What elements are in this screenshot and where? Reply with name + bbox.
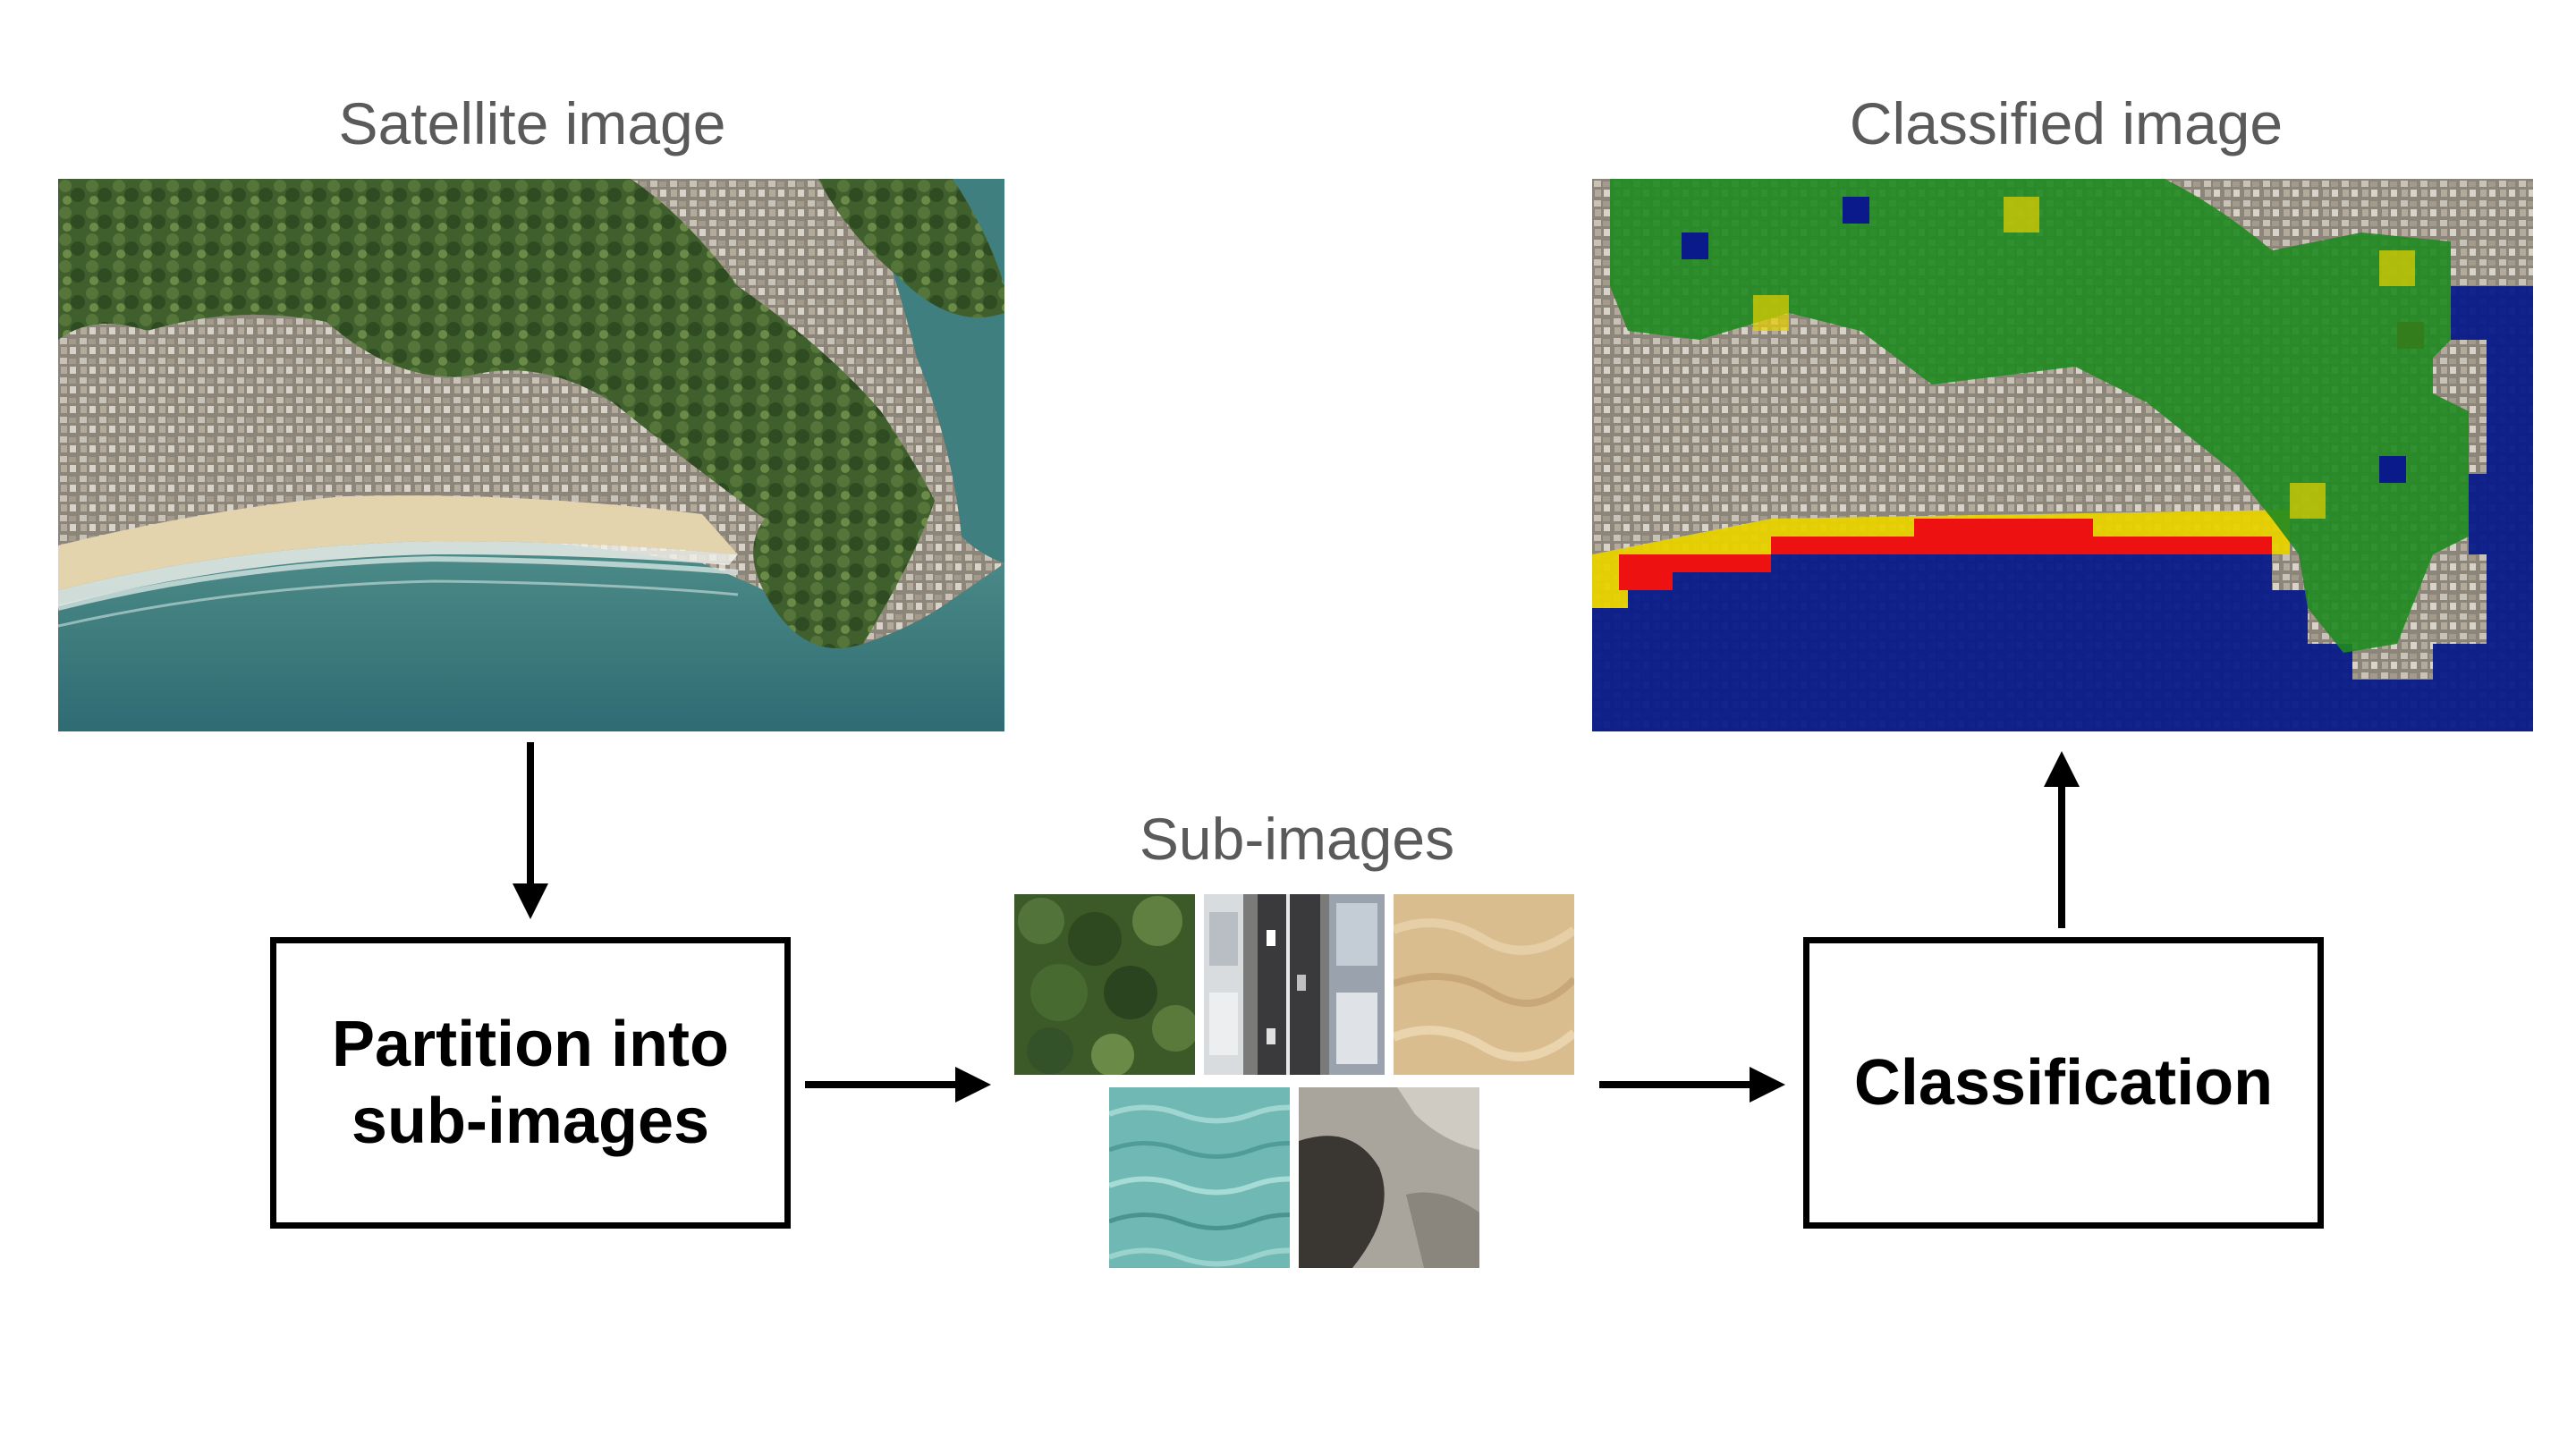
subimage-urban xyxy=(1204,894,1385,1075)
arrow-right-icon xyxy=(805,1062,993,1107)
classification-box: Classification xyxy=(1803,937,2324,1229)
partition-label-line2: sub-images xyxy=(351,1086,710,1157)
subimage-water xyxy=(1109,1087,1290,1268)
sub-images-title: Sub-images xyxy=(1139,806,1455,872)
arrow-right-icon xyxy=(1599,1062,1787,1107)
partition-label-line1: Partition into xyxy=(332,1008,729,1080)
classification-label: Classification xyxy=(1853,1046,2274,1119)
subimage-sand xyxy=(1394,894,1574,1075)
arrow-down-icon xyxy=(508,742,553,921)
satellite-image-title: Satellite image xyxy=(338,90,726,156)
satellite-image xyxy=(58,179,1004,731)
subimage-forest xyxy=(1014,894,1195,1075)
classified-image xyxy=(1592,179,2533,731)
arrow-up-icon xyxy=(2039,749,2084,928)
subimage-rock xyxy=(1299,1087,1479,1268)
classified-image-title: Classified image xyxy=(1849,90,2284,156)
partition-box: Partition into sub-images xyxy=(270,937,791,1229)
